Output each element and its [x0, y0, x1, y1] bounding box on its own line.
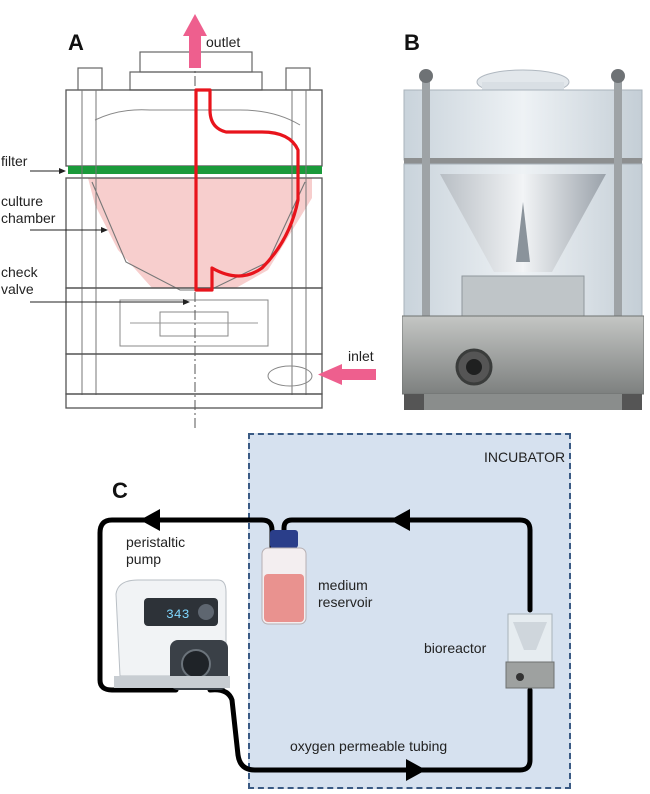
check-valve-label-1: check	[1, 264, 38, 280]
filter-label: filter	[1, 153, 28, 169]
incubator-label: INCUBATOR	[484, 449, 566, 465]
culture-chamber-fill	[88, 178, 312, 288]
culture-chamber-label-1: culture	[1, 193, 44, 209]
peristaltic-pump: 343	[114, 579, 230, 690]
outlet-arrow-head	[183, 14, 207, 36]
panel-label-c: C	[112, 478, 128, 503]
panel-label-b: B	[404, 30, 420, 55]
inlet-label: inlet	[348, 348, 374, 364]
pump-label-2: pump	[126, 551, 162, 567]
flow-arrow-top	[390, 509, 410, 531]
pump-display-digits: 343	[166, 607, 189, 622]
flow-arrow-left	[140, 509, 160, 531]
outlet-arrow-shaft	[189, 34, 201, 68]
tubing-bottom	[207, 687, 533, 773]
bioreactor-photo	[402, 62, 644, 412]
medium-reservoir-bottle	[261, 530, 307, 625]
reservoir-label-1: medium	[318, 577, 368, 593]
tubing-left	[97, 517, 275, 693]
inlet-arrow-shaft	[340, 369, 376, 380]
culture-chamber-label-2: chamber	[1, 210, 56, 226]
bioreactor-thumbnail	[505, 613, 555, 689]
inlet-arrow-head	[318, 364, 342, 385]
tubing-label: oxygen permeable tubing	[290, 738, 448, 754]
panel-label-a: A	[68, 30, 84, 55]
pump-label-1: peristaltic	[126, 534, 186, 550]
check-valve-label-2: valve	[1, 281, 34, 297]
flow-path	[194, 88, 300, 292]
flow-arrow-bottom	[406, 759, 426, 781]
bioreactor-label: bioreactor	[424, 640, 487, 656]
outlet-label: outlet	[206, 34, 241, 50]
reservoir-label-2: reservoir	[318, 594, 373, 610]
